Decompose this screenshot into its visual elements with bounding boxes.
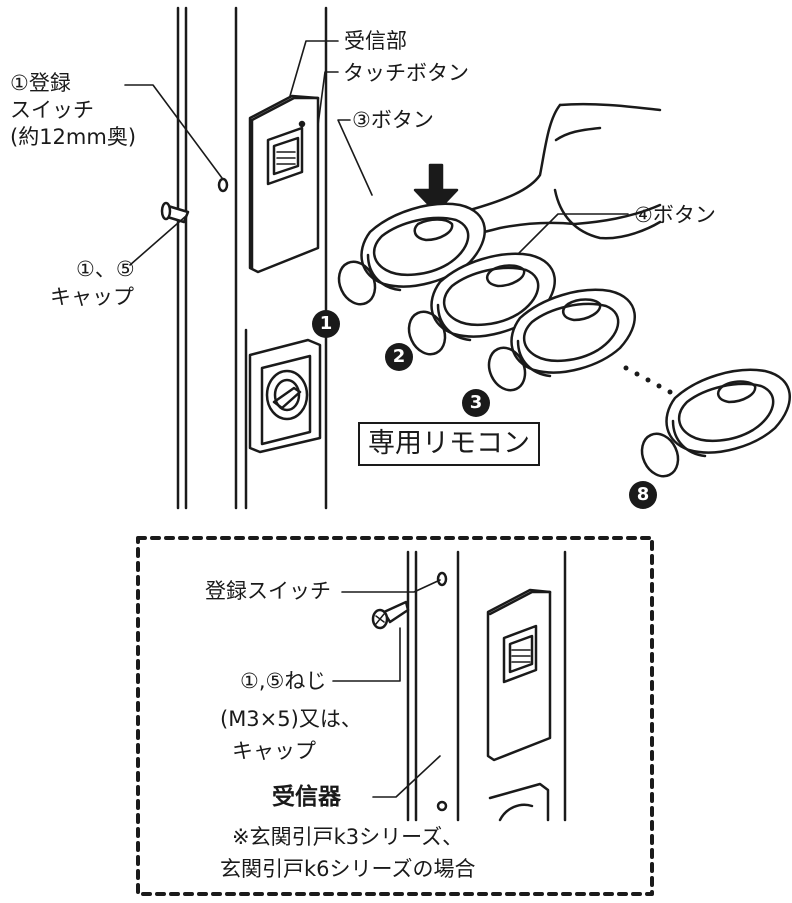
remote-8 — [640, 368, 791, 478]
cap-label-line2: キャップ — [50, 285, 134, 309]
cap-label-line1: ①、⑤ — [76, 257, 135, 281]
inset-switch-hole — [436, 571, 448, 812]
screw-cap — [160, 201, 190, 224]
register-switch-label-line3: (約12mm奥) — [10, 125, 137, 149]
inset-note-line2: 玄関引戸k6シリーズの場合 — [220, 857, 476, 881]
inset-screw-label-line3: キャップ — [232, 739, 316, 763]
press-arrow — [413, 163, 459, 214]
inset-screw — [371, 600, 410, 630]
remote-label: 専用リモコン — [358, 422, 540, 466]
remote-1 — [337, 202, 486, 306]
inset-screw-label-line2: (M3×5)又は、 — [220, 707, 362, 731]
inset-leader-lines — [332, 579, 441, 798]
inset-receiver — [486, 588, 552, 762]
touch-button-label: タッチボタン — [343, 61, 469, 85]
register-switch-hole — [217, 177, 229, 193]
button4-label: ④ボタン — [634, 203, 716, 227]
inset-cylinder — [488, 782, 550, 822]
badge-1: 1 — [312, 310, 340, 338]
badge-3: 3 — [462, 389, 490, 417]
button3-label: ③ボタン — [352, 108, 434, 132]
register-switch-label-line2: スイッチ — [10, 98, 94, 122]
inset-note-line1: ※玄関引戸k3シリーズ、 — [232, 825, 464, 849]
register-switch-label-line1: ①登録 — [10, 71, 71, 95]
receiver-unit — [248, 94, 320, 274]
ellipsis-dots — [623, 365, 673, 395]
inset-register-switch-label: 登録スイッチ — [205, 579, 331, 603]
inset-screw-label-line1: ①,⑤ねじ — [240, 669, 327, 693]
door-frame — [176, 6, 328, 510]
inset-door — [406, 550, 567, 822]
leader-lines — [124, 40, 629, 266]
badge-8: 8 — [629, 481, 657, 509]
badge-2: 2 — [385, 343, 413, 371]
inset-receiver-label: 受信器 — [272, 784, 341, 810]
remote-3 — [487, 288, 636, 392]
receiver-label: 受信部 — [344, 29, 407, 53]
key-cylinder — [248, 338, 322, 454]
inset-frame — [136, 536, 654, 896]
